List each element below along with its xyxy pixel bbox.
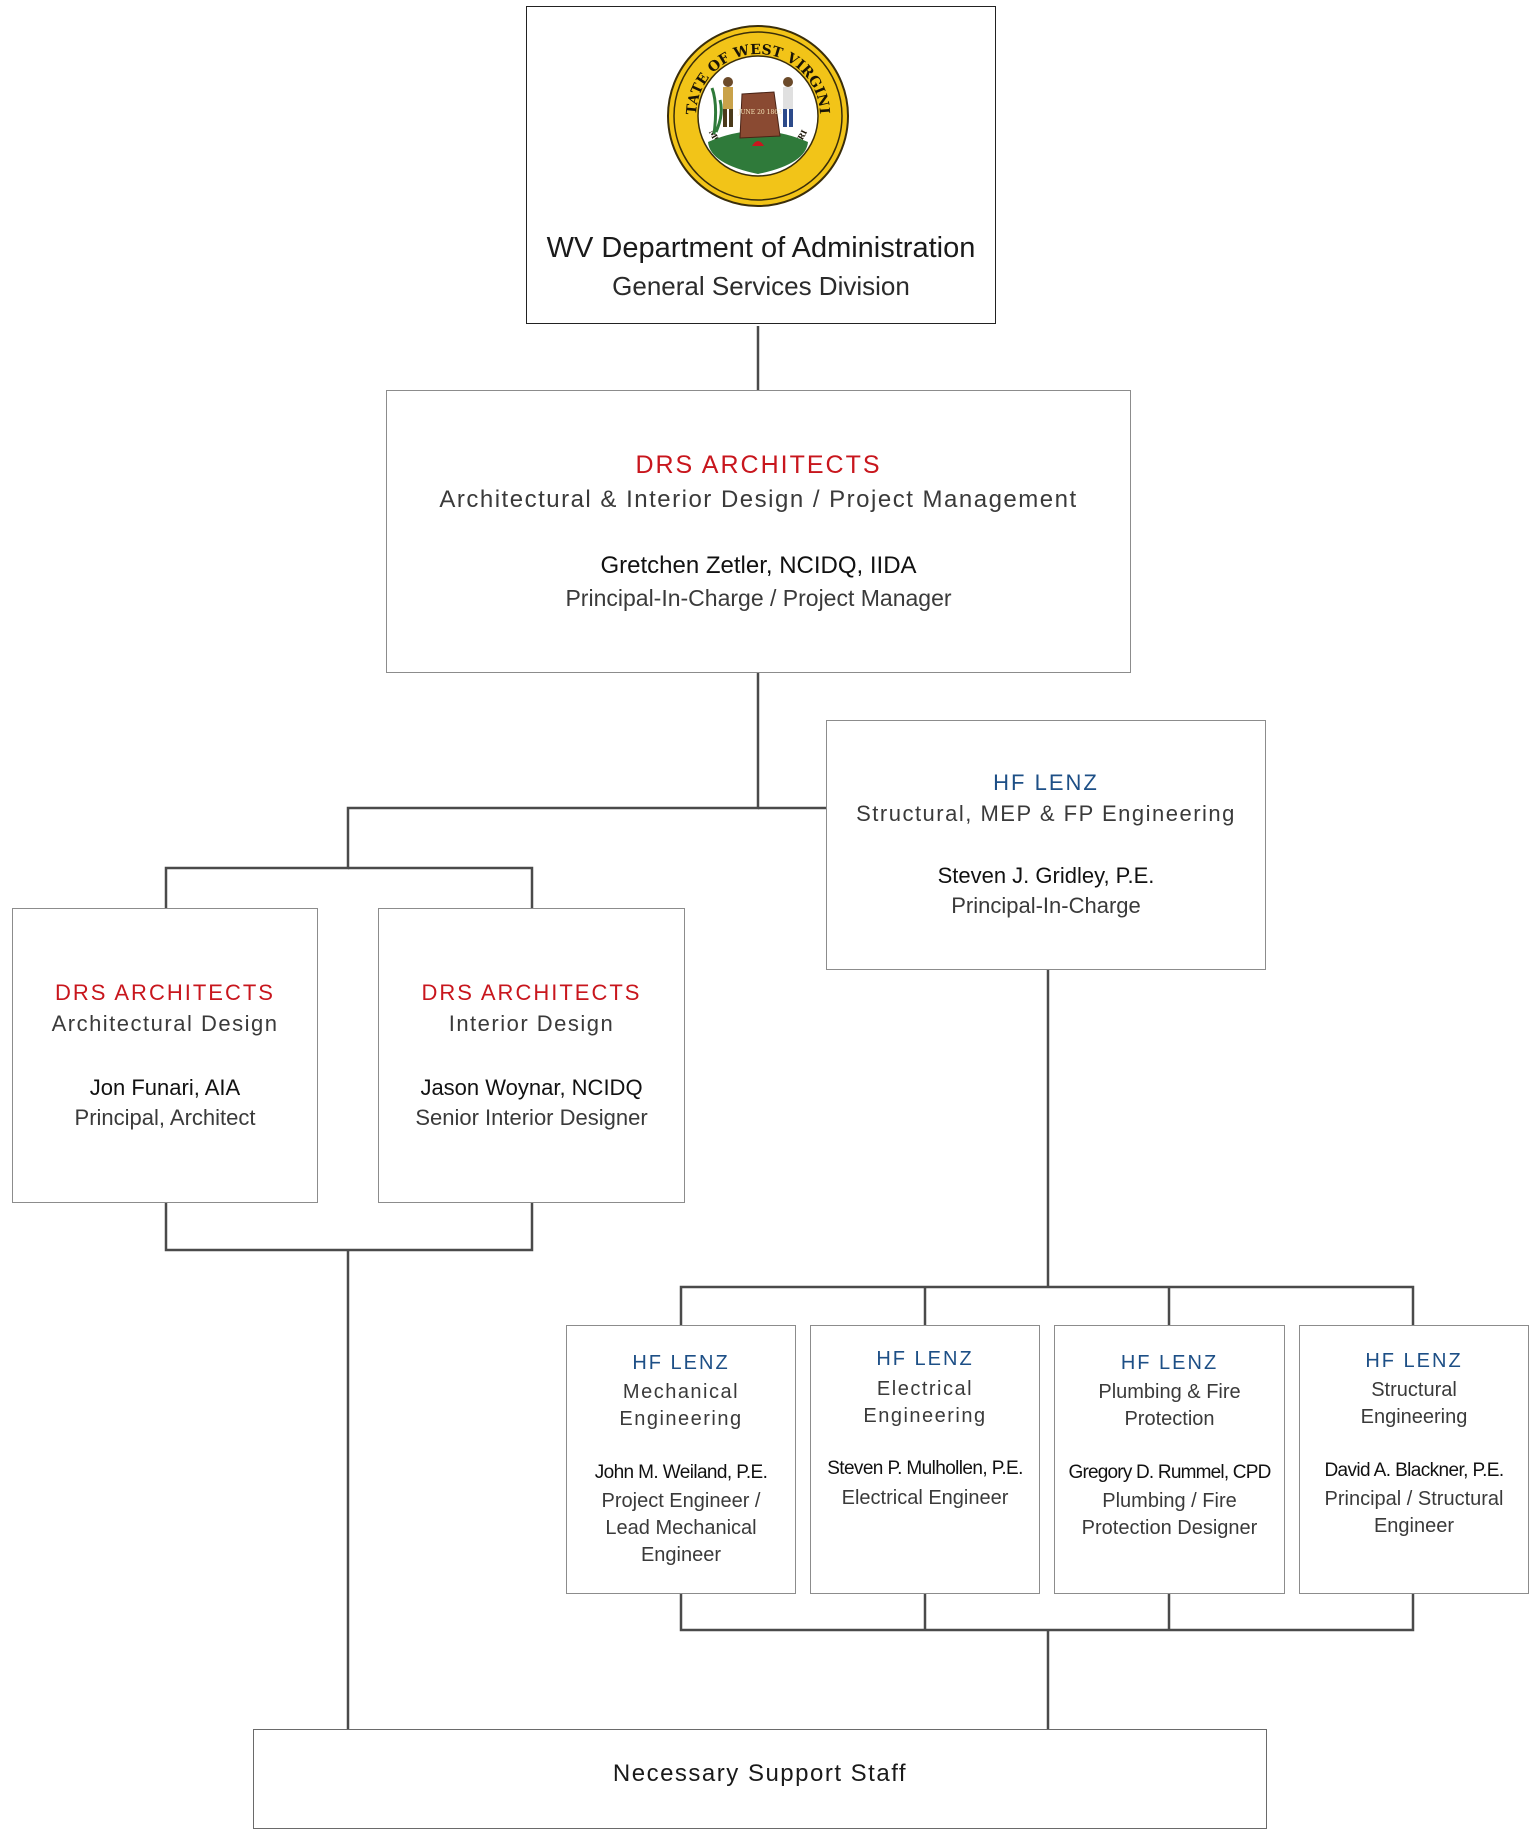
pm-role: Architectural & Interior Design / Projec… (439, 486, 1078, 513)
eng-lead-box: HF LENZ Structural, MEP & FP Engineering… (826, 720, 1266, 970)
arch-person: Jon Funari, AIA (89, 1075, 241, 1100)
elec-firm: HF LENZ (876, 1348, 974, 1370)
eng-lead-person: Steven J. Gridley, P.E. (937, 863, 1155, 888)
elec-box: HF LENZ Electrical Engineering Steven P.… (810, 1325, 1040, 1594)
root-division: General Services Division (612, 271, 910, 301)
struct-box: HF LENZ Structural Engineering David A. … (1299, 1325, 1529, 1594)
elec-person: Steven P. Mulhollen, P.E. (827, 1458, 1023, 1479)
connector-pm-branch (164, 673, 760, 908)
connector-sub-bar-top (679, 1285, 1415, 1325)
arch-role: Architectural Design (51, 1011, 279, 1036)
interior-role: Interior Design (448, 1011, 615, 1036)
interior-person: Jason Woynar, NCIDQ (420, 1075, 643, 1100)
arch-firm: DRS ARCHITECTS (55, 980, 275, 1005)
struct-role: Structural Engineering (1300, 1377, 1528, 1431)
mech-box: HF LENZ Mechanical Engineering John M. W… (566, 1325, 796, 1594)
interior-box: DRS ARCHITECTS Interior Design Jason Woy… (378, 908, 685, 1203)
mech-title-line: Lead Mechanical (605, 1517, 757, 1539)
mech-role-line: Engineering (619, 1408, 743, 1430)
plumb-title: Plumbing / Fire Protection Designer (1055, 1488, 1284, 1542)
pm-person: Gretchen Zetler, NCIDQ, IIDA (600, 552, 917, 579)
mech-title-line: Engineer (640, 1544, 722, 1566)
elec-role-line: Electrical (876, 1378, 974, 1400)
plumb-role-line: Plumbing & Fire (1098, 1381, 1241, 1403)
plumb-title-line: Protection Designer (1081, 1517, 1258, 1539)
struct-role-line: Engineering (1360, 1406, 1468, 1428)
struct-title: Principal / Structural Engineer (1300, 1486, 1528, 1540)
struct-title-line: Engineer (1373, 1515, 1455, 1537)
arch-title: Principal, Architect (74, 1105, 256, 1130)
connector-arch-merge (164, 1203, 534, 1252)
support-label: Necessary Support Staff (612, 1760, 908, 1787)
mech-firm: HF LENZ (632, 1352, 730, 1374)
root-org-name: WV Department of Administration (546, 232, 976, 264)
pm-box: DRS ARCHITECTS Architectural & Interior … (386, 390, 1131, 673)
elec-role-line: Engineering (863, 1405, 987, 1427)
elec-role: Electrical Engineering (811, 1376, 1039, 1430)
support-box: Necessary Support Staff (253, 1729, 1267, 1829)
pm-firm: DRS ARCHITECTS (635, 451, 882, 479)
plumb-role: Plumbing & Fire Protection (1055, 1379, 1284, 1433)
mech-title-line: Project Engineer / (601, 1490, 761, 1512)
elec-title: Electrical Engineer (811, 1485, 1039, 1512)
eng-lead-firm: HF LENZ (993, 770, 1099, 795)
struct-title-line: Principal / Structural (1324, 1488, 1504, 1510)
seal-date-text: JUNE 20 1863 (737, 109, 782, 116)
plumb-firm: HF LENZ (1120, 1352, 1219, 1374)
eng-lead-title: Principal-In-Charge (951, 893, 1141, 918)
struct-person: David A. Blackner, P.E. (1324, 1460, 1504, 1481)
struct-role-line: Structural (1371, 1379, 1457, 1401)
mech-title: Project Engineer / Lead Mechanical Engin… (567, 1488, 795, 1569)
arch-box: DRS ARCHITECTS Architectural Design Jon … (12, 908, 318, 1203)
plumb-box: HF LENZ Plumbing & Fire Protection Grego… (1054, 1325, 1285, 1594)
mech-role-line: Mechanical (622, 1381, 740, 1403)
wv-state-seal: STATE OF WEST VIRGINIA MONTANI SEMPER LI… (666, 24, 849, 207)
plumb-person: Gregory D. Rummel, CPD (1068, 1462, 1272, 1483)
pm-title: Principal-In-Charge / Project Manager (565, 585, 952, 611)
mech-role: Mechanical Engineering (567, 1379, 795, 1433)
connector-sub-bar-bottom (679, 1594, 1415, 1632)
interior-firm: DRS ARCHITECTS (421, 980, 642, 1005)
elec-title-line: Electrical Engineer (841, 1487, 1009, 1509)
eng-lead-role: Structural, MEP & FP Engineering (856, 801, 1236, 826)
connector-branch-interior (348, 866, 534, 908)
mech-person: John M. Weiland, P.E. (594, 1462, 768, 1483)
plumb-role-line: Protection (1124, 1408, 1215, 1430)
plumb-title-line: Plumbing / Fire (1102, 1490, 1237, 1512)
struct-firm: HF LENZ (1365, 1350, 1463, 1372)
interior-title: Senior Interior Designer (415, 1105, 648, 1130)
